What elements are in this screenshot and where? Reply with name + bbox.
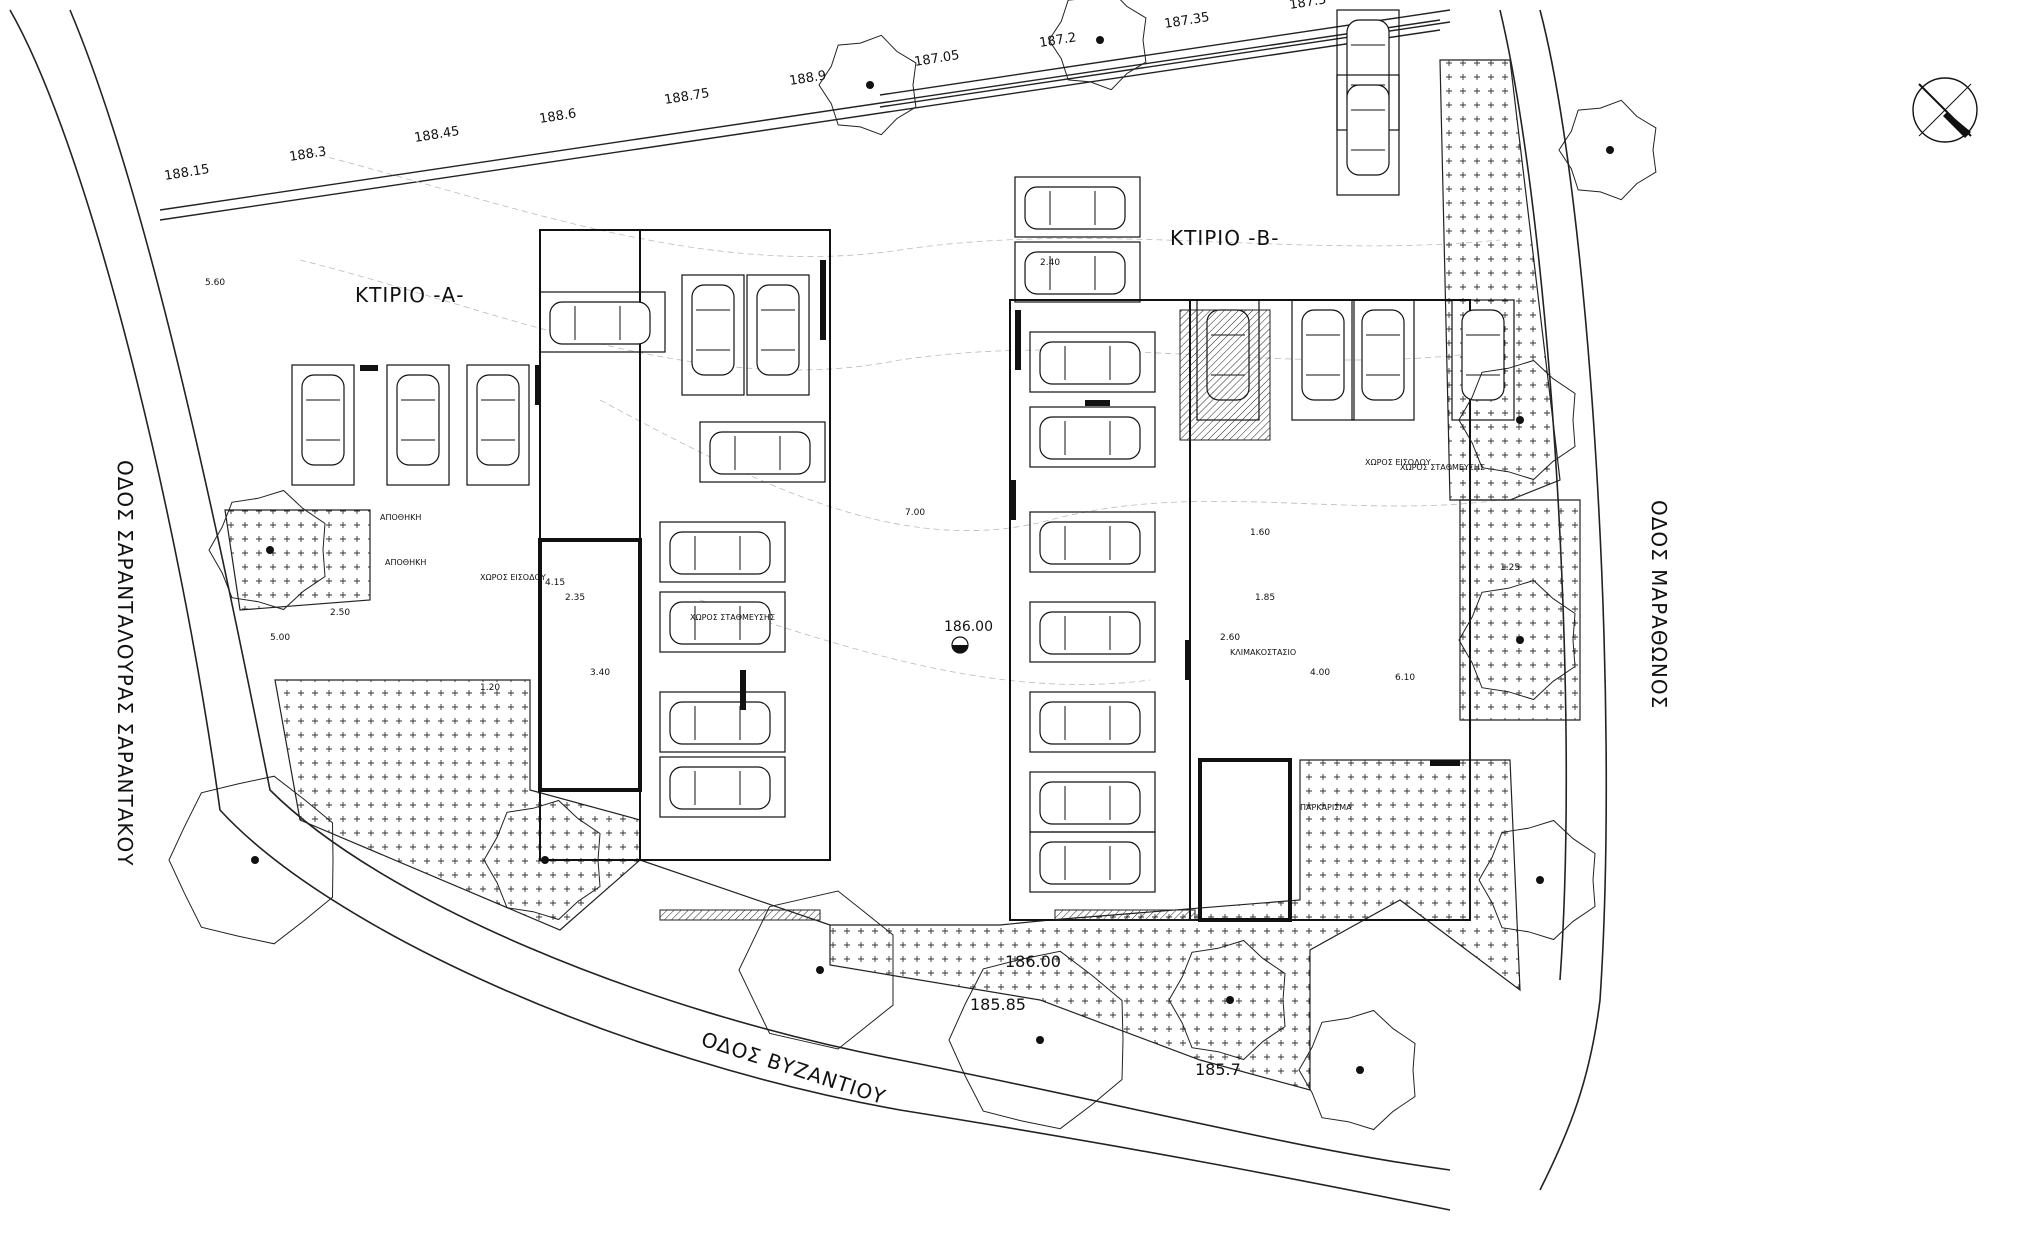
room-label: ΧΩΡΟΣ ΣΤΑΘΜΕΥΣΗΣ — [690, 613, 775, 622]
hatched-walls — [659, 309, 1271, 921]
tree-icon — [1298, 1009, 1416, 1131]
street-left-label: ΟΔΟΣ ΣΑΡΑΝΤΑΛΟΥΡΑΣ ΣΑΡΑΝΤΑΚΟΥ — [113, 460, 137, 866]
parking-bay — [659, 691, 786, 753]
tree-icon — [1168, 939, 1286, 1061]
trees — [168, 0, 1657, 1131]
elevation-label: 188.45 — [413, 124, 460, 146]
level-marker-icon: 186.00 — [944, 619, 993, 654]
elevation-label: 186.00 — [1005, 952, 1061, 971]
room-label: ΧΩΡΟΣ ΕΙΣΟΔΟΥ — [480, 573, 546, 582]
parking-bay — [1029, 331, 1156, 393]
parking-bay — [1291, 299, 1355, 421]
elevation-label: 188.6 — [538, 106, 577, 127]
parking-bay — [1029, 601, 1156, 663]
dimension-label: 1.85 — [1255, 593, 1275, 603]
room-label: ΠΑΡΚΑΡΙΣΜΑ — [1300, 803, 1352, 812]
dimension-label: 2.35 — [565, 593, 585, 603]
elevation-label: 185.85 — [970, 995, 1026, 1014]
dimension-label: 1.25 — [1500, 563, 1520, 573]
parking-bay — [466, 364, 530, 486]
parking-bay — [291, 364, 355, 486]
top-boundary — [159, 9, 1451, 221]
parking-bay — [386, 364, 450, 486]
tree-icon — [1048, 0, 1147, 91]
elevation-label: 188.3 — [288, 144, 327, 165]
building-b-label: ΚΤΙΡΙΟ -Β- — [1170, 226, 1279, 250]
room-label: ΧΩΡΟΣ ΕΙΣΟΔΟΥ — [1365, 458, 1431, 467]
parking-bay — [1351, 299, 1415, 421]
elevation-label: 185.7 — [1195, 1060, 1241, 1079]
dimension-label: 2.40 — [1040, 258, 1060, 268]
tree-icon — [208, 489, 326, 611]
building-a-label: ΚΤΙΡΙΟ -Α- — [355, 283, 464, 307]
parking-bay — [1029, 406, 1156, 468]
parking-bay — [681, 274, 745, 396]
dimension-label: 2.60 — [1220, 633, 1240, 643]
parking-bay — [699, 421, 826, 483]
tree-icon — [168, 775, 334, 945]
top-elevations: 188.15 188.3 188.45 188.6 188.75 188.9 187.05 1… — [163, 0, 1327, 184]
parking-bay — [659, 591, 786, 653]
tree-icon — [948, 950, 1124, 1130]
landscape-paving — [224, 59, 1581, 1091]
parking-bay — [539, 291, 666, 353]
parking-bay — [746, 274, 810, 396]
dimension-label: 6.10 — [1395, 673, 1415, 683]
tree-icon — [1458, 579, 1576, 701]
tree-icon — [1478, 819, 1596, 941]
bottom-elevations: 186.00 185.85 185.7 — [970, 952, 1241, 1079]
spot-tag-label: 186.00 — [944, 619, 993, 635]
elevation-label: 187.05 — [913, 48, 960, 70]
dimension-label: 1.60 — [1250, 528, 1270, 538]
parking-bay — [659, 756, 786, 818]
parking-bay — [1014, 241, 1141, 303]
dimension-label: 3.40 — [590, 668, 610, 678]
dimension-label: 4.15 — [545, 578, 565, 588]
dimension-label: 4.00 — [1310, 668, 1330, 678]
parking-bay — [1029, 691, 1156, 753]
elevation-label: 188.75 — [663, 86, 710, 108]
street-right-label: ΟΔΟΣ ΜΑΡΑΘΩΝΟΣ — [1647, 500, 1671, 709]
north-arrow-icon — [1912, 77, 1978, 143]
tree-icon — [1458, 359, 1576, 481]
elevation-label: 187.35 — [1163, 10, 1210, 32]
wall-segments — [360, 260, 1460, 766]
parking-bay — [1029, 511, 1156, 573]
room-label: ΧΩΡΟΣ ΣΤΑΘΜΕΥΣΗΣ — [1400, 463, 1485, 472]
tree-icon — [818, 34, 917, 136]
tree-icon — [483, 799, 601, 921]
parking-bay — [1336, 74, 1400, 196]
tree-icon — [738, 890, 894, 1050]
parking-bay — [1014, 176, 1141, 238]
elevation-label: 187.2 — [1038, 30, 1077, 51]
room-label: ΑΠΟΘΗΚΗ — [380, 513, 421, 522]
dimension-label: 5.00 — [270, 633, 290, 643]
room-label: ΚΛΙΜΑΚΟΣΤΑΣΙΟ — [1230, 648, 1296, 657]
parking-bay — [1029, 831, 1156, 893]
parking-bay — [1029, 771, 1156, 833]
parking-bay — [659, 521, 786, 583]
dimension-label: 7.00 — [905, 508, 925, 518]
parking-bay — [1451, 299, 1515, 421]
elevation-label: 188.15 — [163, 162, 210, 184]
dimension-label: 2.50 — [330, 608, 350, 618]
dimension-label: 5.60 — [205, 278, 225, 288]
tree-icon — [1558, 99, 1657, 201]
dimension-label: 1.20 — [480, 683, 500, 693]
street-boundaries — [9, 9, 1608, 1211]
elevation-label: 187.5 — [1288, 0, 1327, 13]
elevation-label: 188.9 — [788, 68, 827, 89]
room-label: ΑΠΟΘΗΚΗ — [385, 558, 426, 567]
dimension-labels: 5.60 2.40 5.00 3.40 2.50 1.20 7.00 2.35 1.60 1.85… — [205, 258, 1520, 693]
